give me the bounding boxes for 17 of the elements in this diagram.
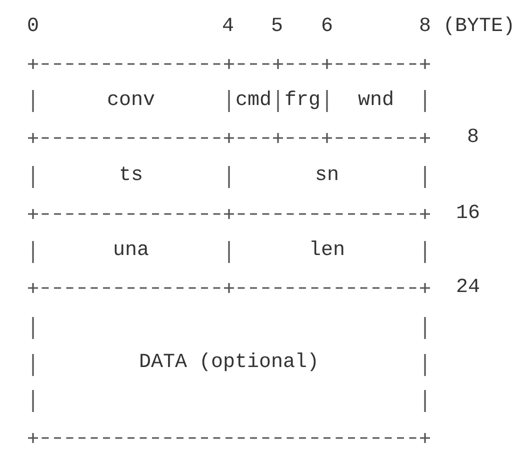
byte-offset: 8 (BYTE) xyxy=(419,15,516,39)
field-name: frg xyxy=(284,89,320,113)
byte-offset: 24 xyxy=(456,276,480,300)
field-name: DATA (optional) xyxy=(138,351,320,375)
byte-offset: 8 xyxy=(467,126,480,150)
byte-offset: 6 xyxy=(321,15,334,39)
field-name: wnd xyxy=(358,89,394,113)
field-name: conv xyxy=(106,89,155,113)
field-name: cmd xyxy=(235,89,272,113)
field-name: sn xyxy=(314,164,339,188)
byte-offset: 5 xyxy=(271,15,284,39)
field-name: una xyxy=(112,239,149,263)
byte-offset: 0 xyxy=(27,15,40,39)
byte-offset: 16 xyxy=(456,202,480,226)
field-name: ts xyxy=(118,164,143,188)
byte-offset: 4 xyxy=(222,15,234,39)
field-name: len xyxy=(308,239,345,263)
